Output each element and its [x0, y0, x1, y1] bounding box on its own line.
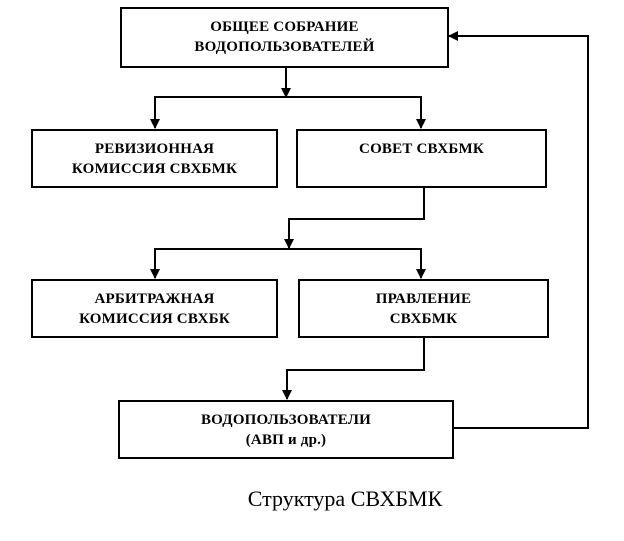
edge-meeting-to-council — [286, 96, 426, 129]
edge-board-to-water-users — [282, 337, 425, 400]
edge-meeting-to-audit — [150, 96, 286, 129]
node-arbitration-commission: АРБИТРАЖНАЯ КОМИССИЯ СВХБК — [31, 279, 278, 338]
node-water-users-line2: (АВП и др.) — [245, 432, 327, 448]
node-board-line2: СВХБМК — [389, 311, 458, 327]
node-water-users: ВОДОПОЛЬЗОВАТЕЛИ (АВП и др.) — [118, 400, 454, 459]
edge-council-to-board — [289, 248, 426, 279]
diagram-caption: Структура СВХБМК — [247, 486, 443, 511]
edge-water-users-to-meeting — [448, 31, 589, 429]
node-water-users-line1: ВОДОПОЛЬЗОВАТЕЛИ — [200, 412, 372, 428]
node-board-line1: ПРАВЛЕНИЕ — [375, 291, 472, 307]
edge-council-to-arbitration — [150, 248, 289, 279]
node-audit-commission-line2: КОМИССИЯ СВХБМК — [71, 161, 238, 177]
node-board: ПРАВЛЕНИЕ СВХБМК — [298, 279, 549, 338]
node-general-meeting: ОБЩЕЕ СОБРАНИЕ ВОДОПОЛЬЗОВАТЕЛЕЙ — [120, 7, 449, 68]
node-arbitration-commission-line2: КОМИССИЯ СВХБК — [79, 311, 230, 327]
node-council-line1: СОВЕТ СВХБМК — [359, 141, 484, 157]
node-council: СОВЕТ СВХБМК — [296, 129, 547, 188]
node-general-meeting-line1: ОБЩЕЕ СОБРАНИЕ — [210, 19, 359, 35]
edge-council-trunk — [284, 187, 425, 249]
node-general-meeting-line2: ВОДОПОЛЬЗОВАТЕЛЕЙ — [194, 39, 375, 55]
node-arbitration-commission-line1: АРБИТРАЖНАЯ — [94, 291, 215, 307]
node-audit-commission-line1: РЕВИЗИОННАЯ — [94, 141, 215, 157]
node-audit-commission: РЕВИЗИОННАЯ КОМИССИЯ СВХБМК — [31, 129, 278, 188]
